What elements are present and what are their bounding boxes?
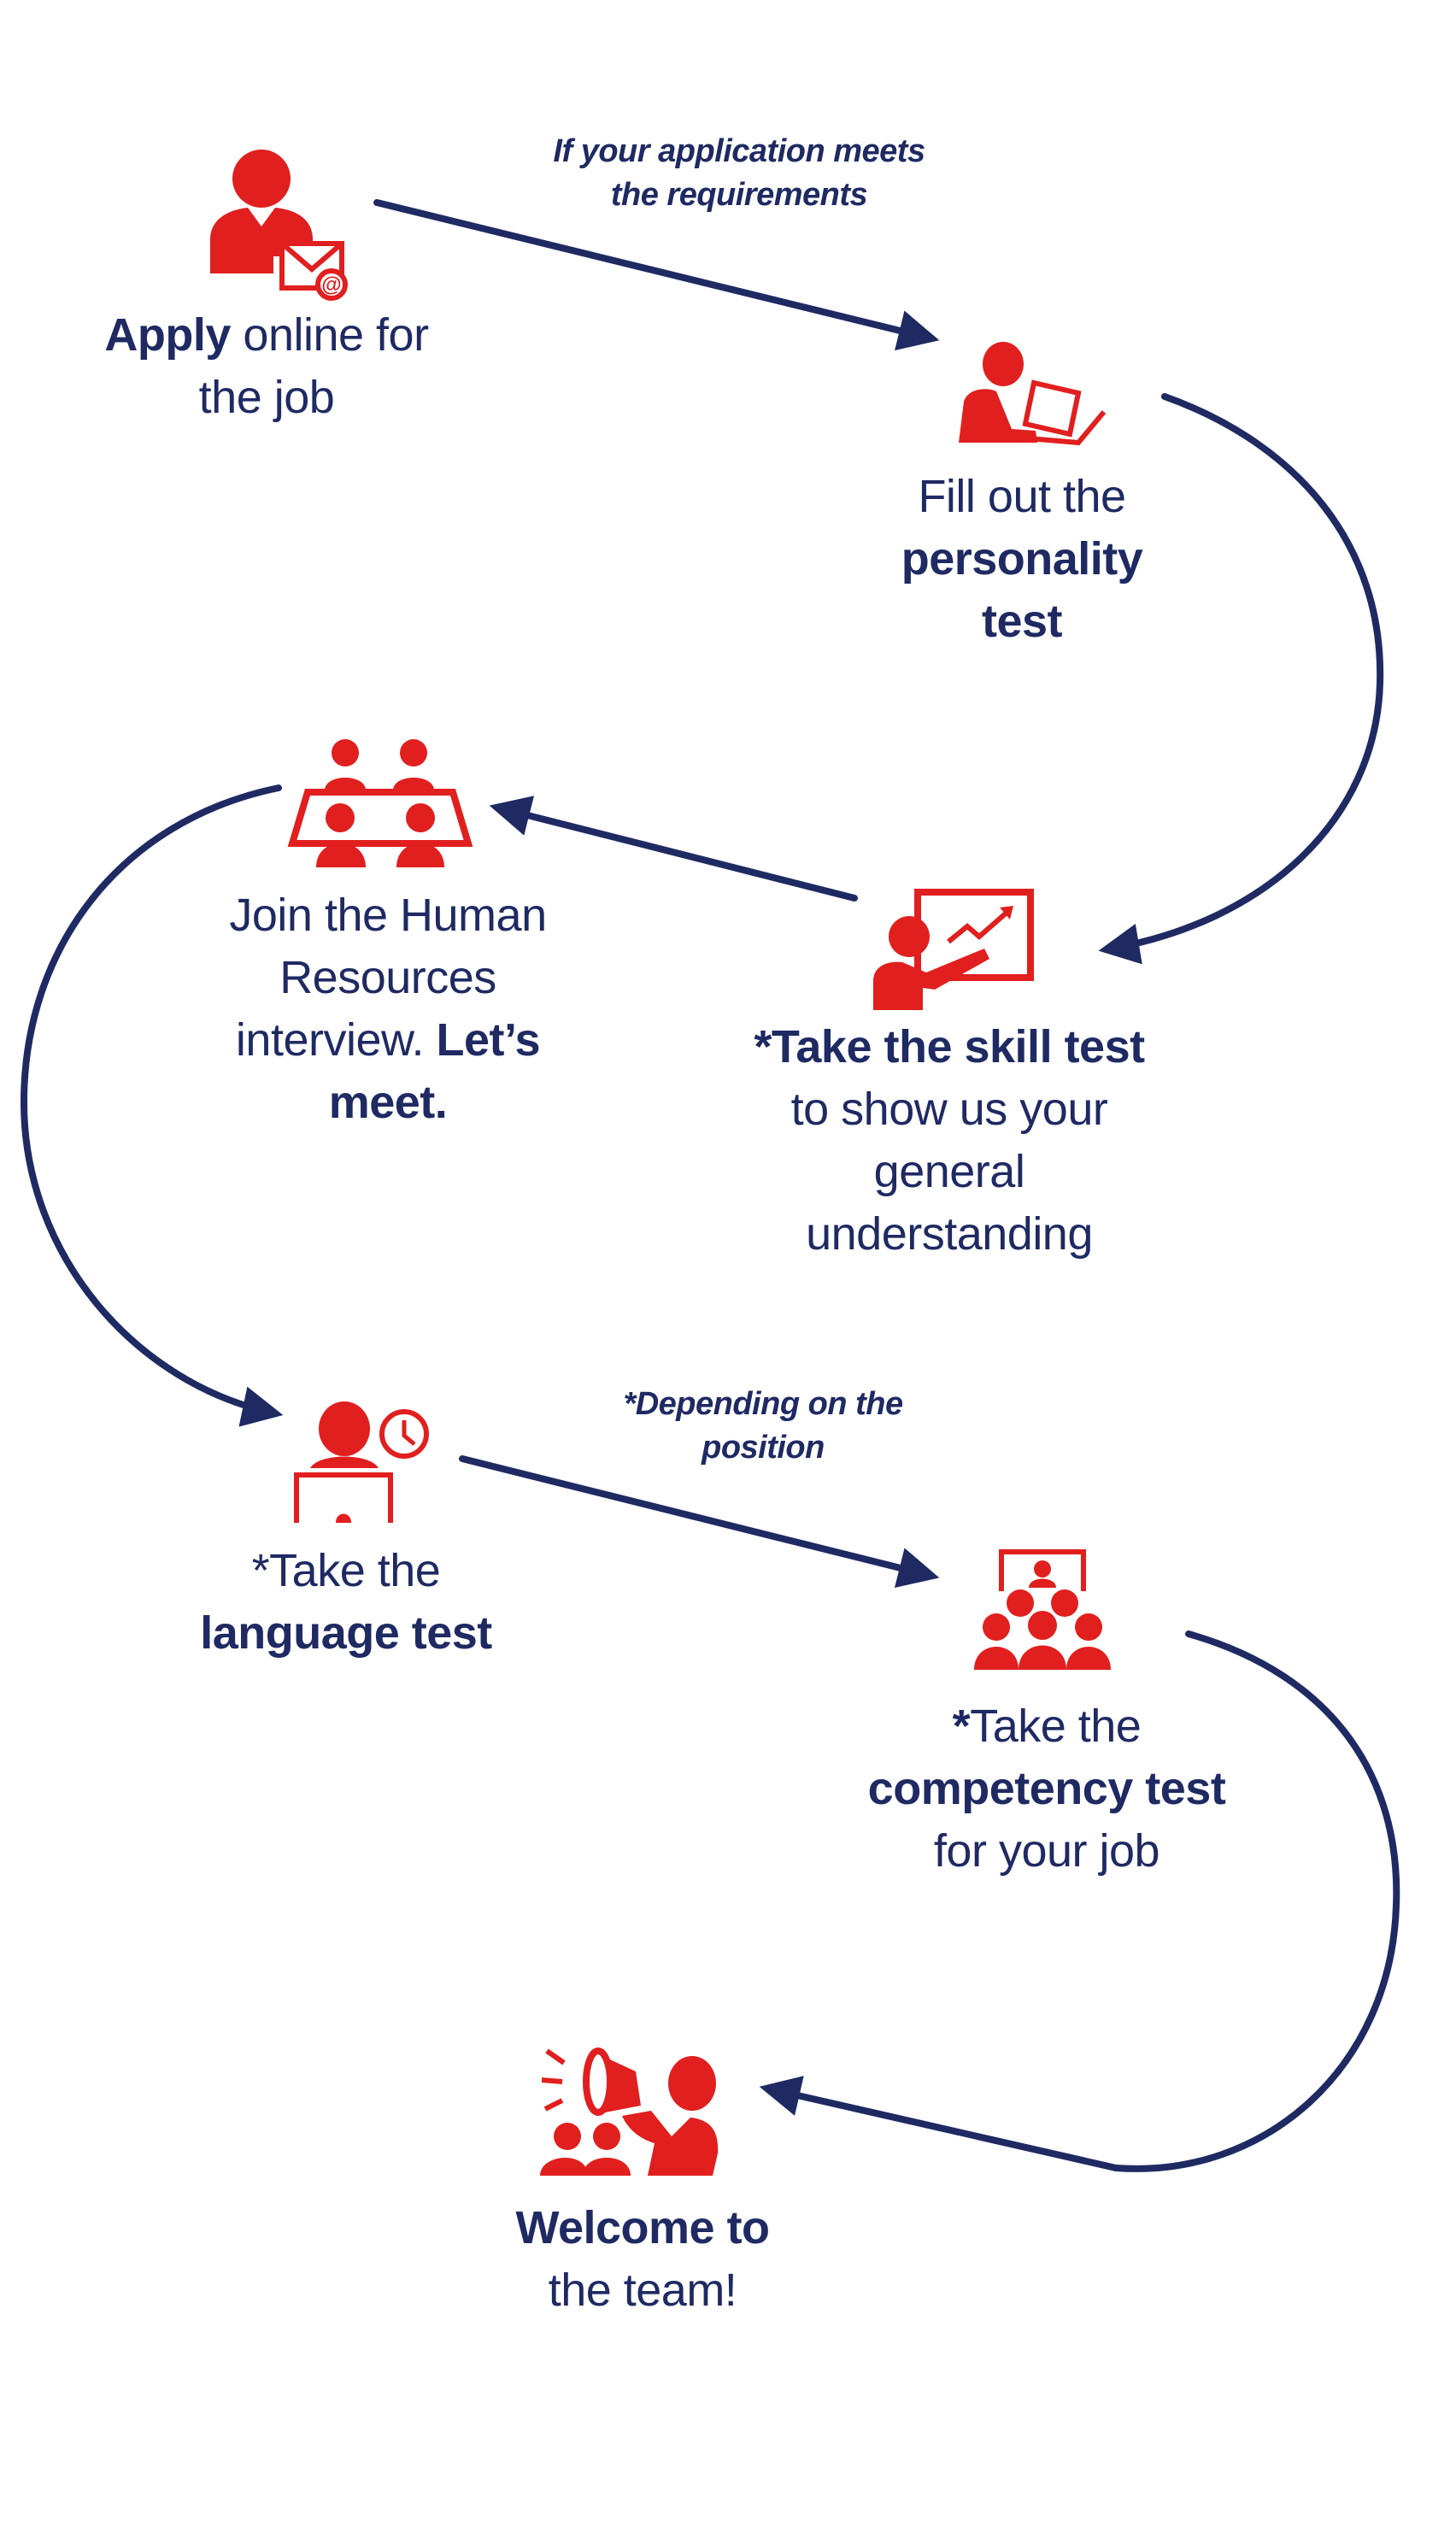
step-bold: *	[952, 1701, 971, 1752]
step-bold: Let’s	[436, 1014, 541, 1066]
step-bold: Welcome to	[515, 2202, 770, 2253]
presenter-chart-icon	[873, 889, 1034, 1010]
step-bold: competency test	[867, 1763, 1226, 1814]
step-text: understanding	[806, 1208, 1093, 1260]
caption-line: *Depending on the	[623, 1386, 903, 1422]
caption-line: position	[702, 1430, 825, 1466]
arrow-language-to-competency	[459, 1455, 940, 1588]
step-text: the job	[198, 372, 335, 423]
step-language: *Take the language test	[200, 1540, 492, 1665]
meeting-table-icon	[287, 739, 473, 867]
step-skill: *Take the skill test to show us your gen…	[754, 1016, 1145, 1266]
curve-interview-to-language	[20, 784, 284, 1427]
caption-line: the requirements	[610, 177, 868, 213]
caption-line: If your application meets	[553, 133, 925, 169]
step-text: Fill out the	[918, 471, 1126, 522]
step-text: Take the	[970, 1701, 1142, 1752]
svg-text:@: @	[321, 273, 341, 297]
step-competency: *Take the competency test for your job	[868, 1695, 1226, 1883]
step-text: the team!	[548, 2265, 737, 2316]
step-text: *Take the	[251, 1545, 441, 1596]
step-personality: Fill out the personality test	[901, 466, 1143, 653]
step-welcome: Welcome to the team!	[515, 2197, 770, 2322]
step-interview: Join the Human Resources interview. Let’…	[229, 884, 547, 1134]
step-text: Resources	[279, 952, 496, 1003]
step-bold: Apply	[104, 309, 231, 361]
step-text: to show us your	[790, 1084, 1108, 1135]
step-bold: meet.	[328, 1077, 448, 1128]
step-apply: Apply online for the job	[104, 304, 429, 429]
arrow-apply-to-personality	[373, 199, 940, 351]
person-email-icon: @	[210, 150, 348, 301]
curve-personality-to-skill	[1098, 393, 1384, 965]
step-text: for your job	[933, 1825, 1160, 1877]
caption-position: *Depending on the position	[623, 1383, 903, 1470]
step-text: online for	[230, 309, 429, 361]
curve-competency-to-welcome	[759, 1630, 1400, 2172]
person-clock-computer-icon	[294, 1401, 429, 1523]
step-bold: language test	[200, 1607, 492, 1659]
audience-screen-icon	[974, 1549, 1111, 1670]
step-bold: *Take the skill test	[754, 1021, 1145, 1072]
step-text: interview.	[235, 1014, 437, 1066]
step-bold: personality	[901, 533, 1143, 585]
step-text: general	[873, 1146, 1025, 1197]
caption-requirements: If your application meets the requiremen…	[553, 130, 925, 217]
arrow-skill-to-interview	[489, 796, 858, 902]
megaphone-team-icon	[540, 2047, 719, 2176]
step-text: Join the Human	[229, 890, 547, 941]
step-bold: test	[981, 596, 1063, 647]
person-laptop-icon	[959, 342, 1107, 446]
